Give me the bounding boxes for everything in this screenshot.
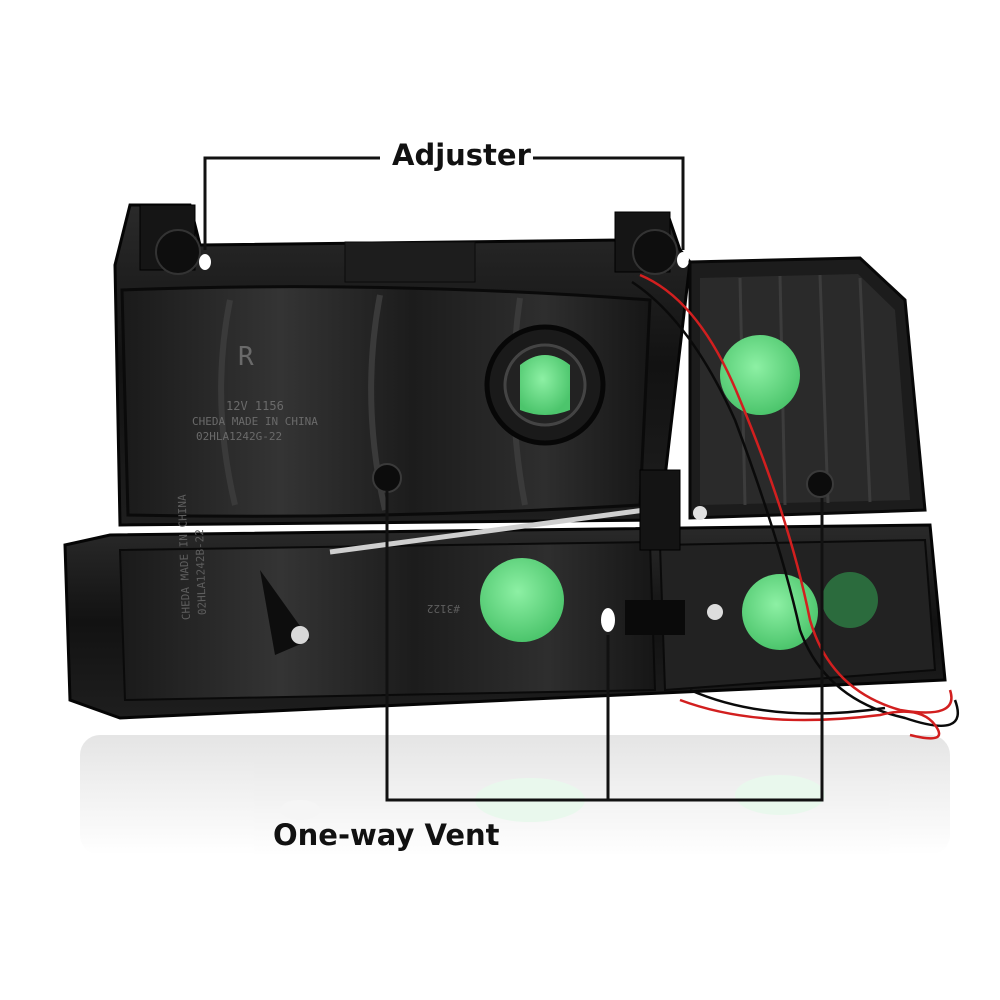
vent-callout-label: One-way Vent (273, 818, 500, 852)
park-lamp (63, 523, 947, 720)
aim-rod (329, 469, 707, 555)
left-adjuster (139, 204, 211, 275)
lens-line-2: CHEDA MADE IN CHINA (192, 415, 318, 428)
park-line-2: 02HLA1242B-22 (193, 529, 209, 615)
corner-lamp (688, 256, 927, 520)
park-line-1: CHEDA MADE IN CHINA (176, 494, 193, 621)
wiring-harness (631, 273, 960, 740)
lens-line-3: 02HLA1242G-22 (196, 430, 282, 443)
lens-letter: R (238, 342, 254, 372)
park-part-number: #3122 (427, 602, 460, 615)
right-adjuster (614, 211, 689, 275)
main-lens-markings: R 12V 1156 CHEDA MADE IN CHINA 02HLA1242… (192, 342, 318, 443)
reflection (80, 735, 950, 855)
adjuster-line-right (533, 156, 685, 250)
lens-line-1: 12V 1156 (226, 399, 284, 413)
vent-line (385, 490, 824, 802)
adjuster-line-left (203, 156, 380, 250)
callout-lines (203, 156, 824, 802)
adjuster-callout-label: Adjuster (392, 138, 531, 172)
park-lens-markings: CHEDA MADE IN CHINA 02HLA1242B-22 #3122 (176, 494, 460, 621)
headlamp-housing (113, 203, 692, 527)
